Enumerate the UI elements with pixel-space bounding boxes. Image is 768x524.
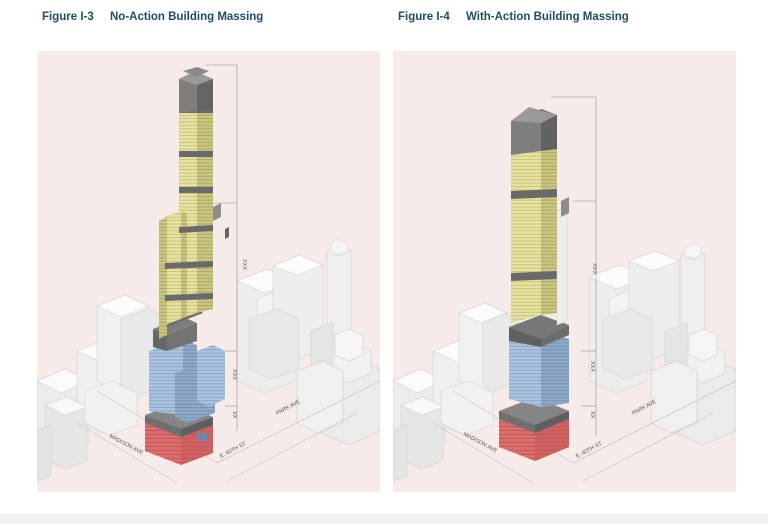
label-height-b: XXX bbox=[231, 369, 237, 380]
label-height-a: XXX bbox=[591, 263, 597, 274]
figure-i3-image: MADISON AVE E. 60TH ST PARK AVE XXX XXX … bbox=[37, 51, 380, 492]
label-height-c: XX bbox=[231, 411, 237, 419]
tower-massing bbox=[145, 67, 229, 465]
tower-massing bbox=[499, 107, 569, 461]
context-buildings-right bbox=[236, 238, 380, 446]
label-height-c: XX bbox=[589, 411, 595, 419]
label-e-60th-st: E. 60TH ST bbox=[575, 441, 604, 460]
figure-i4-number: Figure I-4 bbox=[398, 11, 450, 23]
figure-i3-number: Figure I-3 bbox=[42, 11, 94, 23]
figure-i3-heading: Figure I-3 No-Action Building Massing bbox=[42, 11, 263, 23]
figure-i4-title: With-Action Building Massing bbox=[466, 11, 629, 23]
label-height-a: XXX bbox=[241, 259, 247, 270]
height-dimension-lines bbox=[205, 64, 238, 431]
figure-i3-massing-drawing: MADISON AVE E. 60TH ST PARK AVE XXX XXX … bbox=[37, 64, 380, 484]
context-buildings-left bbox=[393, 302, 518, 482]
label-height-b: XXX bbox=[589, 361, 595, 372]
figure-i4-heading: Figure I-4 With-Action Building Massing bbox=[398, 11, 629, 23]
height-dimension-lines bbox=[551, 96, 597, 436]
figure-i3-title: No-Action Building Massing bbox=[110, 11, 264, 23]
label-e-60th-st: E. 60TH ST bbox=[219, 441, 248, 460]
page-footer-strip bbox=[0, 514, 768, 524]
figure-i4-massing-drawing: MADISON AVE E. 60TH ST PARK AVE XXX XXX … bbox=[393, 96, 736, 484]
figure-i4-image: MADISON AVE E. 60TH ST PARK AVE XXX XXX … bbox=[393, 51, 736, 492]
context-buildings-right bbox=[588, 242, 736, 446]
context-buildings-left bbox=[37, 294, 164, 482]
